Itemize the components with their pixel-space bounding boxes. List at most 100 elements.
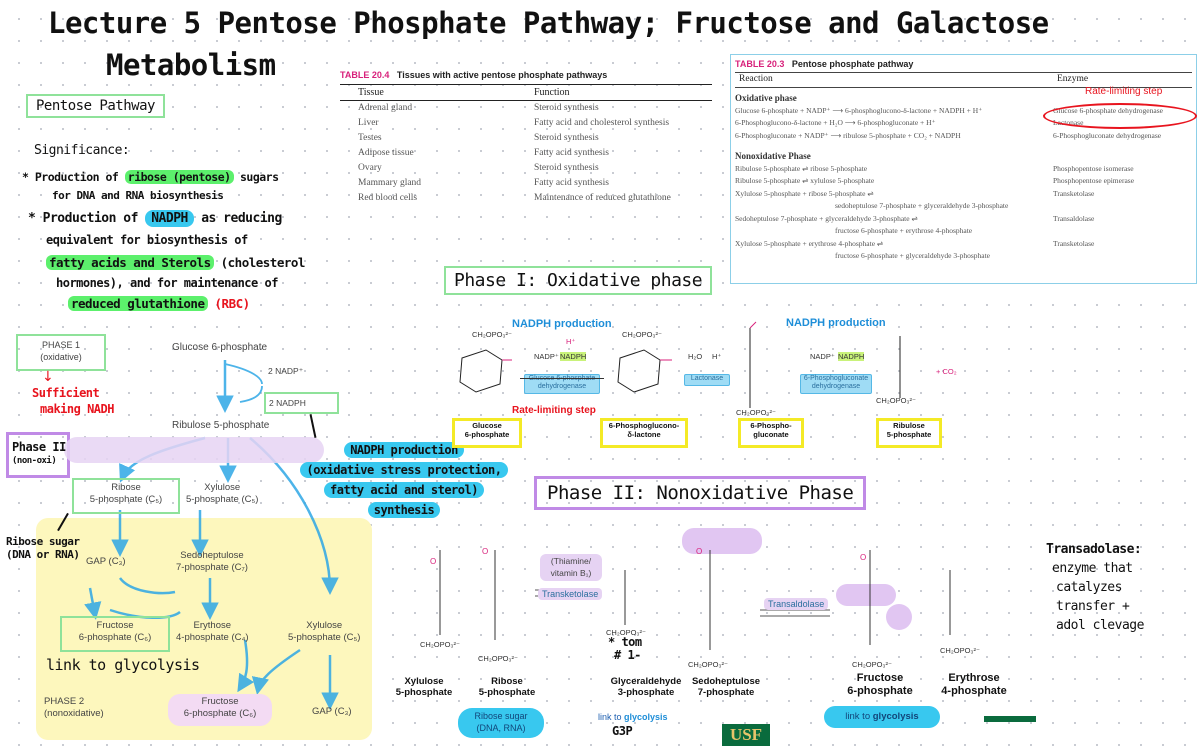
fatty-acids-highlight: fatty acids and Sterols xyxy=(46,255,214,270)
col-tissue: Tissue xyxy=(340,84,534,101)
lactonase-enzyme: Lactonase xyxy=(684,374,730,386)
mol-erythrose4p: Erythrose 4-phosphate xyxy=(934,672,1014,698)
table-20-3-title: TABLE 20.3 Pentose phosphate pathway xyxy=(735,59,914,69)
nadp-label: 2 NADP⁺ xyxy=(268,366,304,376)
ribose5p-line1: Ribose xyxy=(111,482,141,493)
bullet-nadph-line5: reduced glutathione (RBC) xyxy=(68,296,250,311)
table-20-3: TABLE 20.3 Pentose phosphate pathway Rea… xyxy=(730,54,1197,284)
phase2-line1: PHASE 2 xyxy=(44,696,85,707)
nadph-label-1: NADPH xyxy=(560,352,587,361)
xylulose5p-2-label: Xylulose 5-phosphate (C₅) xyxy=(288,620,360,644)
gluconate-box: 6-Phospho- gluconate xyxy=(738,418,804,448)
fructose6p-2-line1: Fructose xyxy=(201,696,239,707)
ribulose-ch2opo3: CH₂OPO₃²⁻ xyxy=(876,396,916,405)
reaction-row: Ribulose 5-phosphate ⇌ ribose 5-phosphat… xyxy=(735,163,1192,176)
phase2-hand-line2: (non-oxi) xyxy=(12,456,57,466)
tissue-cell: Ovary xyxy=(358,163,382,173)
function-cell: Steroid synthesis xyxy=(534,103,599,113)
rate-limiting-note: Rate-limiting step xyxy=(1085,86,1163,97)
tissue-cell: Liver xyxy=(358,118,379,128)
enzyme-cell: Transketolase xyxy=(1053,238,1095,248)
transaldolase-note-line3: catalyzes xyxy=(1056,580,1122,595)
bullet-nadph-text: * Production of xyxy=(28,211,146,226)
6pgd-line2: dehydrogenase xyxy=(811,383,861,390)
erythrose4p-label: Erythose 4-phosphate (C₄) xyxy=(176,620,249,644)
mol-sedo7p-line2: 7-phosphate xyxy=(697,687,755,698)
xylulose5p-label: Xylulose 5-phosphate (C₅) xyxy=(186,482,258,506)
mol-g3p-line1: Glyceraldehyde xyxy=(610,676,682,687)
6pgd-line1: 6-Phosphogluconate xyxy=(803,375,869,382)
phase2-label: PHASE 2 (nonoxidative) xyxy=(44,696,104,720)
lactone-box-line1: 6-Phosphoglucono- xyxy=(608,421,680,430)
nadph-label-2: NADPH xyxy=(838,352,865,361)
page-title-line2: Metabolism xyxy=(106,48,276,82)
reaction-row: Xylulose 5-phosphate + ribose 5-phosphat… xyxy=(735,188,1192,213)
fructose6p-line1: Fructose xyxy=(96,620,134,631)
link-glycolysis-1-word: glycolysis xyxy=(624,712,668,722)
bullet-nadph-text3: (cholesterol xyxy=(213,255,306,270)
sedo-line2: 7-phosphate (C₇) xyxy=(176,562,248,573)
rbc-note: (RBC) xyxy=(214,296,251,311)
reaction-cell-cont: fructose 6-phosphate + glyceraldehyde 3-… xyxy=(835,251,991,260)
glucose6p-box-line2: 6-phosphate xyxy=(464,430,510,439)
enzyme-cell: Phosphopentose epimerase xyxy=(1053,176,1135,185)
mol-ribose5p: Ribose 5-phosphate xyxy=(474,676,540,698)
sedo-line1: Sedoheptulose xyxy=(180,550,244,561)
sufficient-line1: Sufficient xyxy=(32,386,100,400)
nadph-flow-box: 2 NADPH xyxy=(264,392,339,414)
purple-highlight-2 xyxy=(836,584,896,606)
ribose5p-box: Ribose 5-phosphate (C₅) xyxy=(72,478,180,514)
bullet-nadph-line3: fatty acids and Sterols (cholesterol xyxy=(46,255,305,270)
lactone-ch2opo3: CH₂OPO₃²⁻ xyxy=(622,330,662,339)
reaction-row: Ribulose 5-phosphate ⇌ xylulose 5-phosph… xyxy=(735,175,1192,188)
ribulose5p-box: Ribulose 5-phosphate xyxy=(876,418,942,448)
col-enzyme: Enzyme xyxy=(1057,74,1089,84)
nadph-production-1: NADPH production xyxy=(512,318,612,330)
enzyme-cell: Phosphopentose isomerase xyxy=(1053,163,1134,173)
ribose-sugar-pill-line2: (DNA, RNA) xyxy=(476,723,526,733)
glucose6p-box-line1: Glucose xyxy=(472,421,502,430)
mol-ribose5p-line2: 5-phosphate xyxy=(478,687,536,698)
phase2-structures: O O O O xyxy=(430,547,951,650)
nadph-flow-label: 2 NADPH xyxy=(269,398,306,408)
p2-ch2opo3-6: CH₂OPO₃²⁻ xyxy=(940,646,980,655)
h-plus-label: H⁺ xyxy=(566,337,576,346)
glutathione-highlight: reduced glutathione xyxy=(68,296,208,311)
purple-highlight-1 xyxy=(682,528,762,554)
reaction-cell: Ribulose 5-phosphate ⇌ xylulose 5-phosph… xyxy=(735,176,875,185)
page-title: Lecture 5 Pentose Phosphate Pathway; Fru… xyxy=(48,6,1049,40)
fructose6p-2-line2: 6-phosphate (C₆) xyxy=(183,708,257,719)
gap3-label: GAP (C₃) xyxy=(86,556,126,567)
tissue-cell: Red blood cells xyxy=(358,193,418,203)
g3p-note: G3P xyxy=(612,724,633,738)
transaldolase-label: Transaldolase xyxy=(764,598,829,610)
p2-ch2opo3-4: CH₂OPO₃²⁻ xyxy=(688,660,728,669)
ribulose5p-label: Ribulose 5-phosphate xyxy=(172,420,270,431)
function-cell: Maintenance of reduced glutathione xyxy=(534,193,671,203)
phase2-hand-line1: Phase II xyxy=(12,440,66,454)
ribose-sugar-pill: Ribose sugar (DNA, RNA) xyxy=(458,708,544,738)
nadph-note-line1: NADPH production xyxy=(344,442,464,458)
function-cell: Fatty acid synthesis xyxy=(534,148,609,158)
gluconate-ch2opo3: CH₂OPO₃²⁻ xyxy=(736,408,776,417)
reaction-cell: Ribulose 5-phosphate ⇌ ribose 5-phosphat… xyxy=(735,163,868,173)
erythrose4p-line2: 4-phosphate (C₄) xyxy=(176,632,249,643)
nadp-label-2: NADP⁺ xyxy=(810,352,835,361)
reaction-cell: Xylulose 5-phosphate + ribose 5-phosphat… xyxy=(735,188,874,198)
reaction-row: 6-Phosphogluconate + NADP⁺ ⟶ ribulose 5-… xyxy=(735,130,1192,143)
ribose5p-line2: 5-phosphate (C₅) xyxy=(89,494,163,505)
p2-ch2opo3-5: CH₂OPO₃²⁻ xyxy=(852,660,892,669)
link-glycolysis-2: link to glycolysis xyxy=(824,706,940,728)
enzyme-cell: Transketolase xyxy=(1053,188,1095,198)
ribulose5p-box-line2: 5-phosphate xyxy=(886,430,932,439)
transaldolase-note-line2: enzyme that xyxy=(1052,561,1133,576)
bullet-nadph: * Production of NADPH as reducing xyxy=(28,210,282,227)
purple-highlight-3 xyxy=(886,604,912,630)
tissue-cell: Mammary gland xyxy=(358,178,422,188)
struct-o-3: O xyxy=(696,547,702,556)
transaldolase-note-line1: Transadolase: xyxy=(1046,542,1142,557)
